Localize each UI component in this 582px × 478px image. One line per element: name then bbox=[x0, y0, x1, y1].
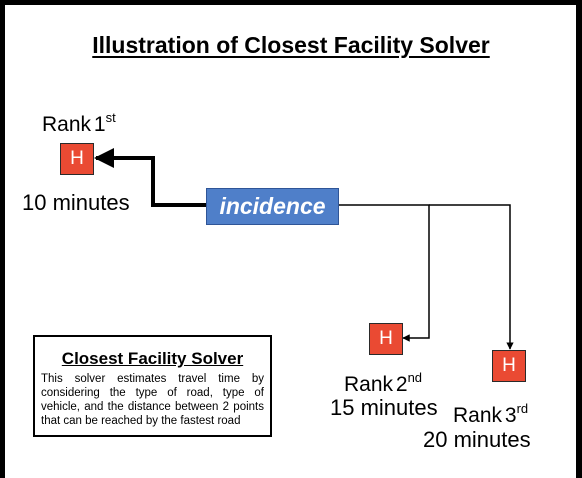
diagram-title: Illustration of Closest Facility Solver bbox=[92, 32, 490, 58]
solver-info-box: Closest Facility Solver This solver esti… bbox=[33, 335, 272, 437]
incidence-box: incidence bbox=[206, 188, 339, 225]
travel-time-1: 10 minutes bbox=[22, 190, 130, 215]
travel-time-2: 15 minutes bbox=[330, 395, 438, 420]
route-line-rank-3 bbox=[429, 204, 514, 350]
rank-number: 2 bbox=[395, 373, 408, 396]
rank-suffix: st bbox=[105, 110, 116, 125]
route-line-rank-1 bbox=[94, 148, 206, 207]
rank-label-3: Rank 3rd bbox=[453, 401, 529, 428]
route-line-rank-2 bbox=[339, 204, 430, 342]
rank-label-1: Rank 1st bbox=[42, 110, 116, 137]
rank-word: Rank bbox=[453, 404, 503, 427]
rank-suffix: rd bbox=[516, 401, 529, 416]
rank-word: Rank bbox=[42, 113, 92, 136]
rank-suffix: nd bbox=[407, 370, 423, 385]
info-description: This solver estimates travel time by con… bbox=[41, 373, 264, 427]
rank-number: 3 bbox=[504, 404, 517, 427]
rank-label-2: Rank 2nd bbox=[344, 370, 423, 397]
travel-time-3: 20 minutes bbox=[423, 427, 531, 452]
rank-number: 1 bbox=[93, 113, 106, 136]
hospital-marker-2: H bbox=[369, 323, 403, 355]
rank-word: Rank bbox=[344, 373, 394, 396]
hospital-marker-1: H bbox=[60, 143, 94, 175]
hospital-marker-3: H bbox=[492, 350, 526, 382]
info-title: Closest Facility Solver bbox=[61, 349, 244, 368]
